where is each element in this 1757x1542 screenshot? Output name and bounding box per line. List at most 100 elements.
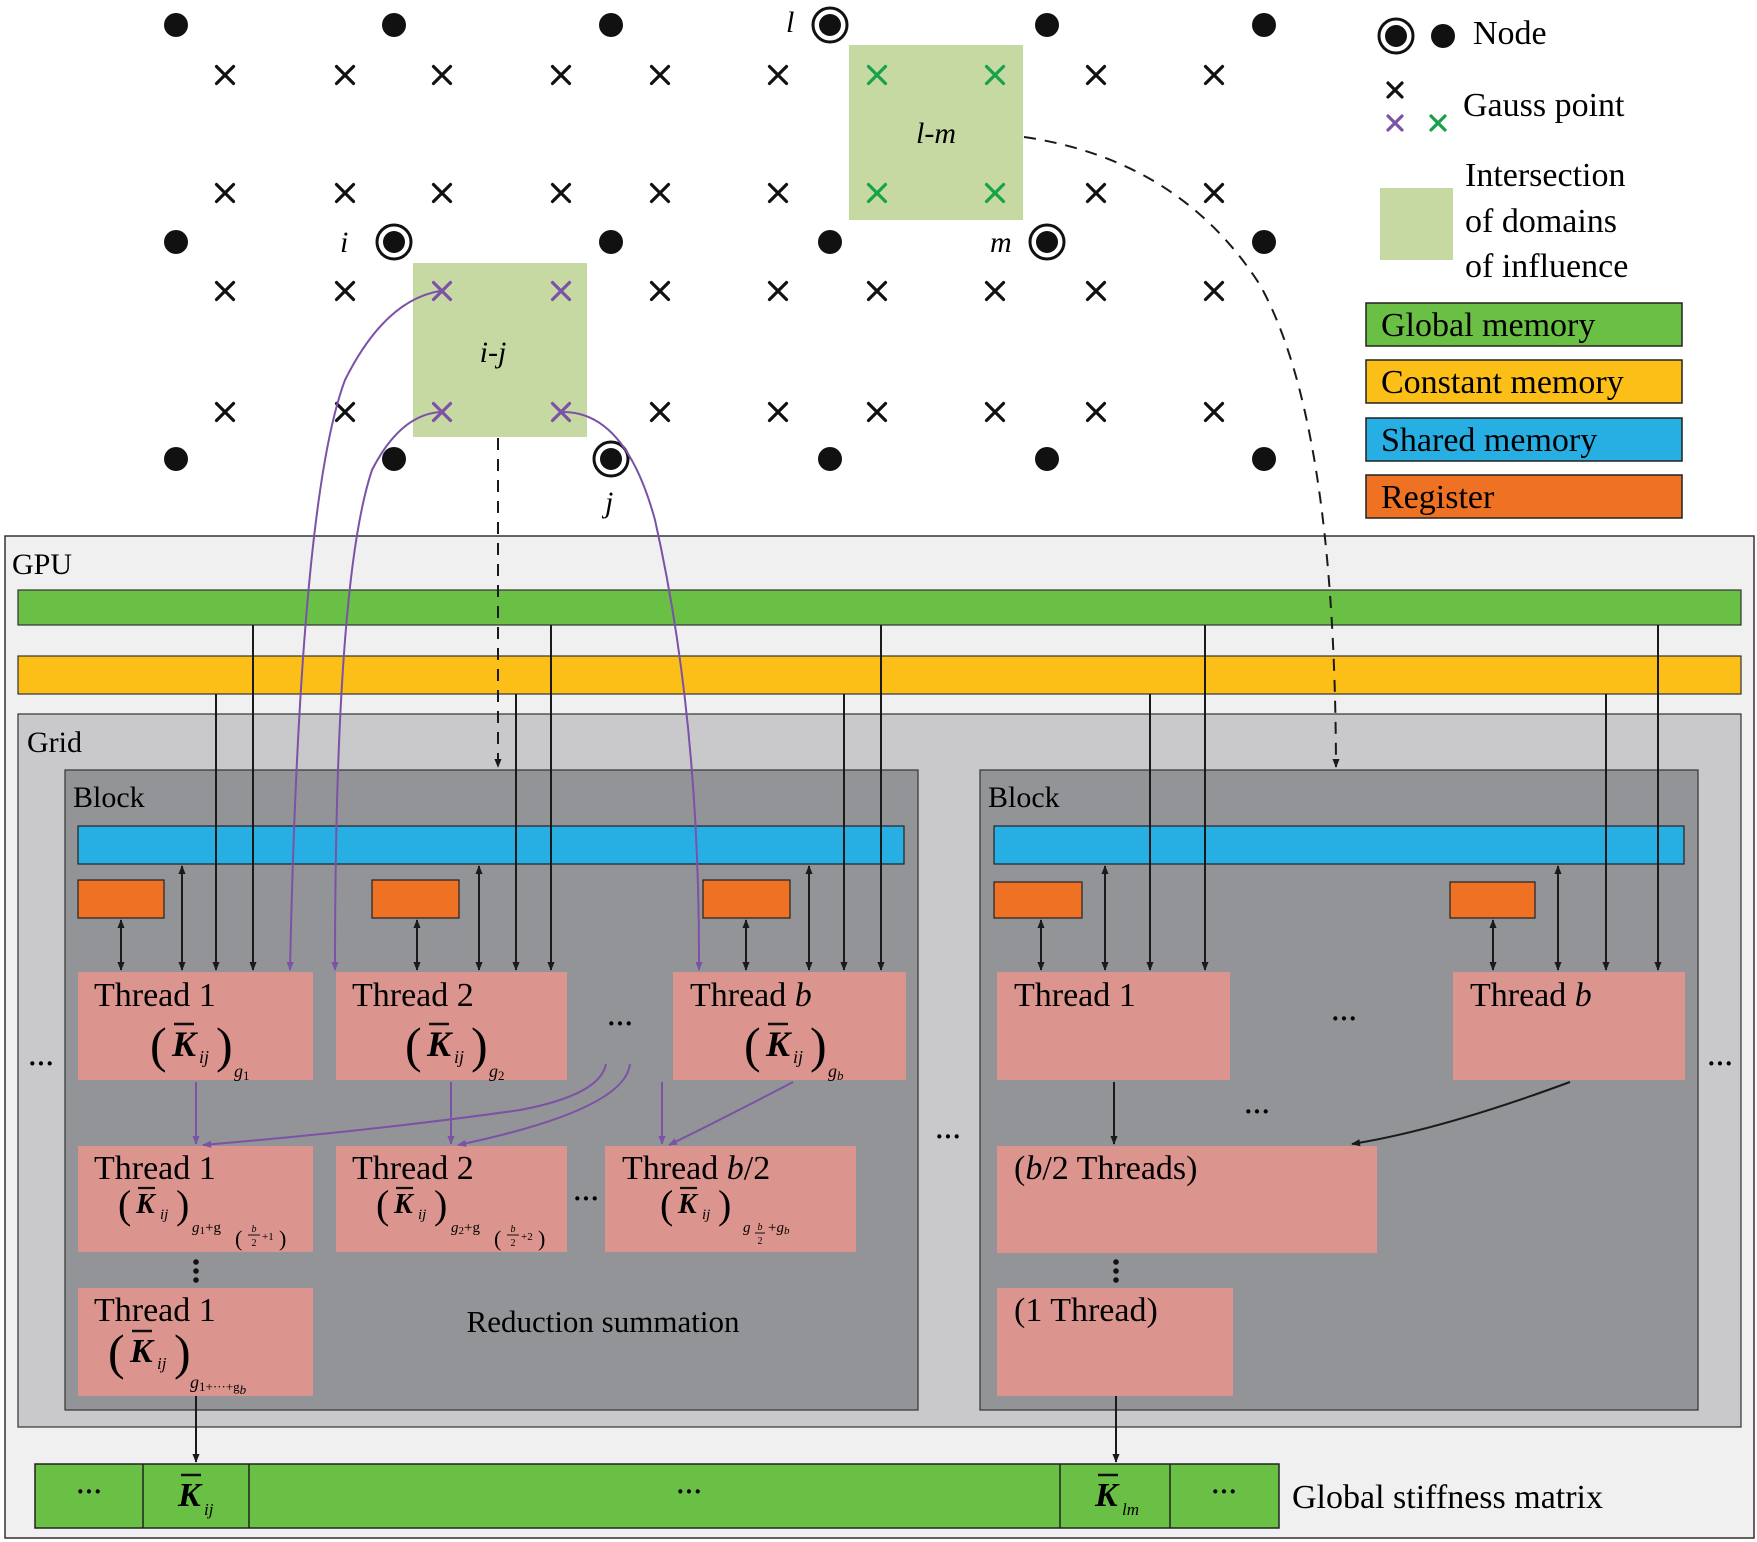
svg-text:lm: lm (1122, 1500, 1139, 1519)
node-j (592, 440, 630, 478)
legend-register-swatch (1365, 474, 1683, 519)
svg-text:(: ( (744, 1017, 761, 1073)
svg-text:): ) (718, 1182, 731, 1227)
node-dot (1252, 230, 1276, 254)
svg-text:K: K (677, 1189, 699, 1220)
gauss-point (767, 64, 789, 86)
legend-shared-memory-swatch (1365, 417, 1683, 462)
memory-arrows (117, 625, 1662, 1463)
svg-text:K: K (129, 1333, 155, 1370)
svg-text:+gb: +gb (768, 1220, 790, 1237)
svg-text:g1+g: g1+g (192, 1220, 221, 1237)
register-right-b (1449, 881, 1536, 919)
gauss-point (767, 280, 789, 302)
node-m-label: m (990, 226, 1012, 259)
svg-text:g: g (743, 1220, 751, 1236)
svg-text:ij: ij (793, 1047, 803, 1067)
svg-text:): ) (216, 1017, 233, 1073)
thread-right-b-label: Thread b (1470, 977, 1592, 1014)
legend-gauss-label: Gauss point (1463, 87, 1625, 124)
block-left-label: Block (73, 781, 145, 814)
thread-2-stage2-label: Thread 2 (352, 1150, 474, 1187)
legend-intersection-line2: of domains (1465, 203, 1617, 240)
svg-text:ij: ij (199, 1047, 209, 1067)
svg-text:K: K (177, 1477, 203, 1514)
thread-right-b2-label: (b/2 Threads) (1014, 1150, 1198, 1187)
svg-text:b: b (511, 1224, 516, 1235)
node-gauss-grid: l-m i-j l i m j (164, 6, 1276, 519)
thread-box-right-b2 (997, 1146, 1377, 1253)
formula-thread-b2: ( K ij ) g b 2 +gb (660, 1182, 790, 1247)
node-dot (599, 13, 623, 37)
svg-text:K: K (426, 1024, 454, 1064)
gsm-ellipsis-2: ··· (676, 1477, 702, 1506)
thread-box-2-stage2 (336, 1146, 567, 1252)
gauss-point (649, 64, 671, 86)
global-stiffness-matrix: ··· ··· ··· K ij K lm Global stiffness m… (34, 1463, 1603, 1529)
gauss-point (334, 280, 356, 302)
reduction-summation-label: Reduction summation (467, 1304, 740, 1339)
global-stiffness-bar (34, 1463, 1280, 1529)
svg-text:+1: +1 (262, 1231, 274, 1243)
ellipsis-grid-left: ··· (28, 1049, 54, 1078)
svg-text:): ) (279, 1226, 286, 1251)
gauss-point (866, 64, 888, 86)
svg-text:gb: gb (828, 1061, 844, 1083)
svg-text:(: ( (494, 1226, 501, 1251)
node-l-label: l (786, 6, 794, 39)
register-right-1 (993, 881, 1083, 919)
legend-node-dot-icon (1431, 24, 1455, 48)
node-i-label: i (340, 226, 348, 259)
thread-1-label: Thread 1 (94, 977, 216, 1014)
gauss-point (649, 401, 671, 423)
thread-box-b2-stage2 (605, 1146, 856, 1252)
ellipsis-stage-right: ··· (1244, 1097, 1270, 1126)
gauss-point (431, 280, 453, 302)
svg-text:g2: g2 (489, 1061, 505, 1083)
svg-text:b: b (252, 1224, 257, 1235)
svg-text:K: K (135, 1189, 157, 1220)
svg-text:K: K (765, 1024, 793, 1064)
svg-text:(: ( (150, 1017, 167, 1073)
svg-text:): ) (176, 1182, 189, 1227)
svg-text:+2: +2 (521, 1231, 533, 1243)
register-left-2 (371, 879, 460, 919)
thread-boxes-right (997, 972, 1685, 1396)
formula-thread-2-stage2: ( K ij ) g2+g ( b 2 +2 ) (376, 1182, 545, 1251)
grid-label: Grid (27, 726, 82, 759)
svg-text:K: K (393, 1189, 415, 1220)
thread-box-2 (336, 972, 567, 1080)
svg-text:): ) (174, 1324, 191, 1380)
gauss-point (1203, 64, 1225, 86)
node-dot (164, 230, 188, 254)
svg-text:ij: ij (702, 1207, 710, 1223)
gauss-point (334, 64, 356, 86)
global-memory-bar (17, 589, 1742, 626)
gauss-point (1085, 64, 1107, 86)
gauss-point (866, 280, 888, 302)
thread-box-1 (78, 972, 313, 1080)
gauss-point (1085, 401, 1107, 423)
node-dot (1252, 13, 1276, 37)
svg-text:b: b (758, 1222, 763, 1233)
register-left-b (702, 879, 791, 919)
block-right-label: Block (988, 781, 1060, 814)
legend-global-memory-swatch (1365, 302, 1683, 347)
svg-text:ij: ij (204, 1500, 214, 1519)
legend-global-memory-label: Global memory (1381, 307, 1595, 344)
gauss-point (1203, 401, 1225, 423)
gauss-point (214, 280, 236, 302)
node-l (811, 6, 849, 44)
thread-boxes-left (78, 972, 906, 1396)
svg-text:g1+···+gb: g1+···+gb (190, 1372, 247, 1397)
formula-thread-1-final: ( K ij ) g1+···+gb (108, 1324, 247, 1397)
node-m (1028, 223, 1066, 261)
thread-box-right-1 (997, 972, 1230, 1080)
legend-shared-memory-label: Shared memory (1381, 422, 1597, 459)
gauss-point (1203, 182, 1225, 204)
thread-box-right-b (1453, 972, 1685, 1080)
svg-text:ij: ij (418, 1207, 426, 1223)
formula-thread-1-stage2: ( K ij ) g1+g ( b 2 +1 ) (118, 1182, 286, 1251)
legend-intersection-swatch (1380, 188, 1453, 260)
